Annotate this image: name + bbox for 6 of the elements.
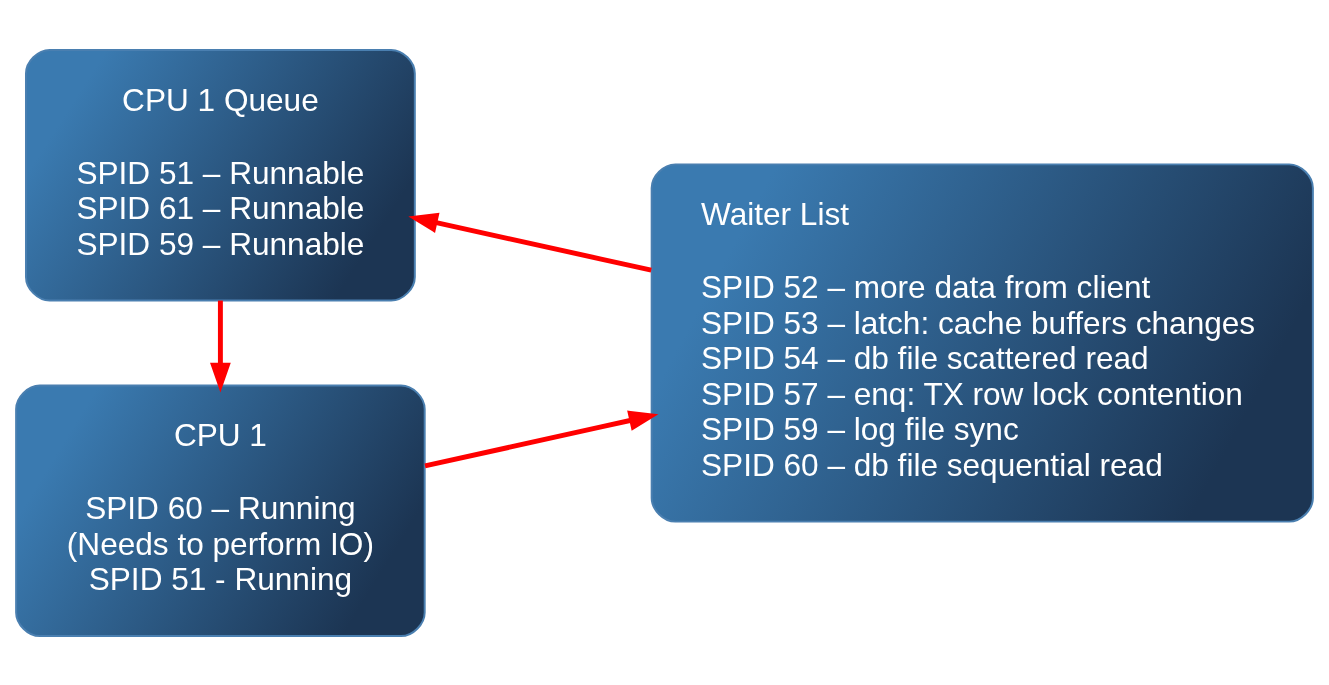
arrow xyxy=(408,212,652,273)
node-box: CPU 1 Queue SPID 51 – Runnable SPID 61 – Runnable SPID 59 – Runnable xyxy=(25,48,416,302)
arrow xyxy=(424,410,659,468)
arrow xyxy=(210,300,231,392)
node-box: Waiter List SPID 52 – more data from client SPID 53 – latch: cache buffers changes SPID 54 – db file scattered read SPID 57 – enq: TX row lock contention SPID 59 – log file sync SPID 60 – db file sequential read xyxy=(650,162,1314,523)
node-box: CPU 1 SPID 60 – Running (Needs to perform IO) SPID 51 - Running xyxy=(15,383,426,637)
